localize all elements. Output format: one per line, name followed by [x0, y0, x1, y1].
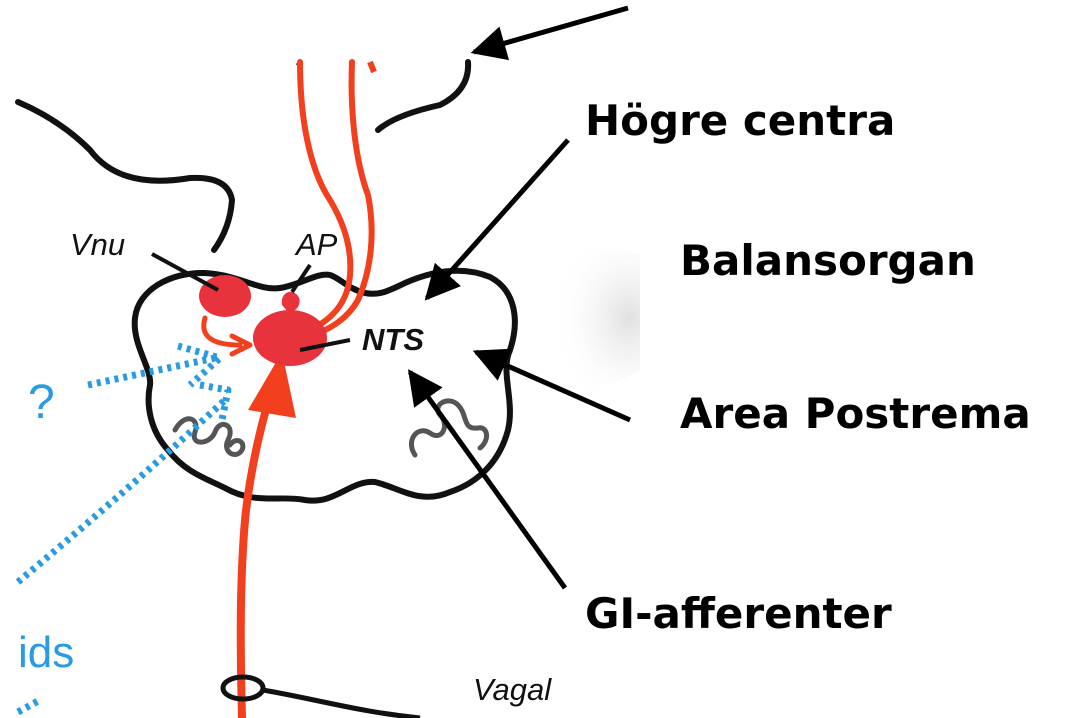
vnu-label: Vnu	[70, 227, 125, 262]
ap-label: AP	[294, 227, 338, 262]
descending-fiber-stub	[370, 62, 374, 72]
question-mark-label: ?	[28, 376, 55, 429]
brainstem-outline-right	[378, 62, 468, 130]
dotted-pathway-bottom	[18, 700, 40, 712]
vnu-neuron	[199, 275, 251, 317]
gi-afferents-label: GI-afferenter	[585, 589, 892, 638]
ap-to-nts-fiber	[290, 310, 292, 318]
background-shade	[530, 248, 640, 388]
arrow-top-pointer	[474, 8, 628, 52]
vagal-label: Vagal	[473, 672, 552, 707]
higher-centers-label: Högre centra	[585, 96, 895, 145]
vagal-nerve-line	[263, 690, 420, 718]
area-postrema-label: Area Postrema	[680, 389, 1031, 438]
balance-organ-label: Balansorgan	[680, 236, 976, 285]
nts-label: NTS	[362, 322, 424, 357]
ids-label: ids	[18, 628, 74, 677]
